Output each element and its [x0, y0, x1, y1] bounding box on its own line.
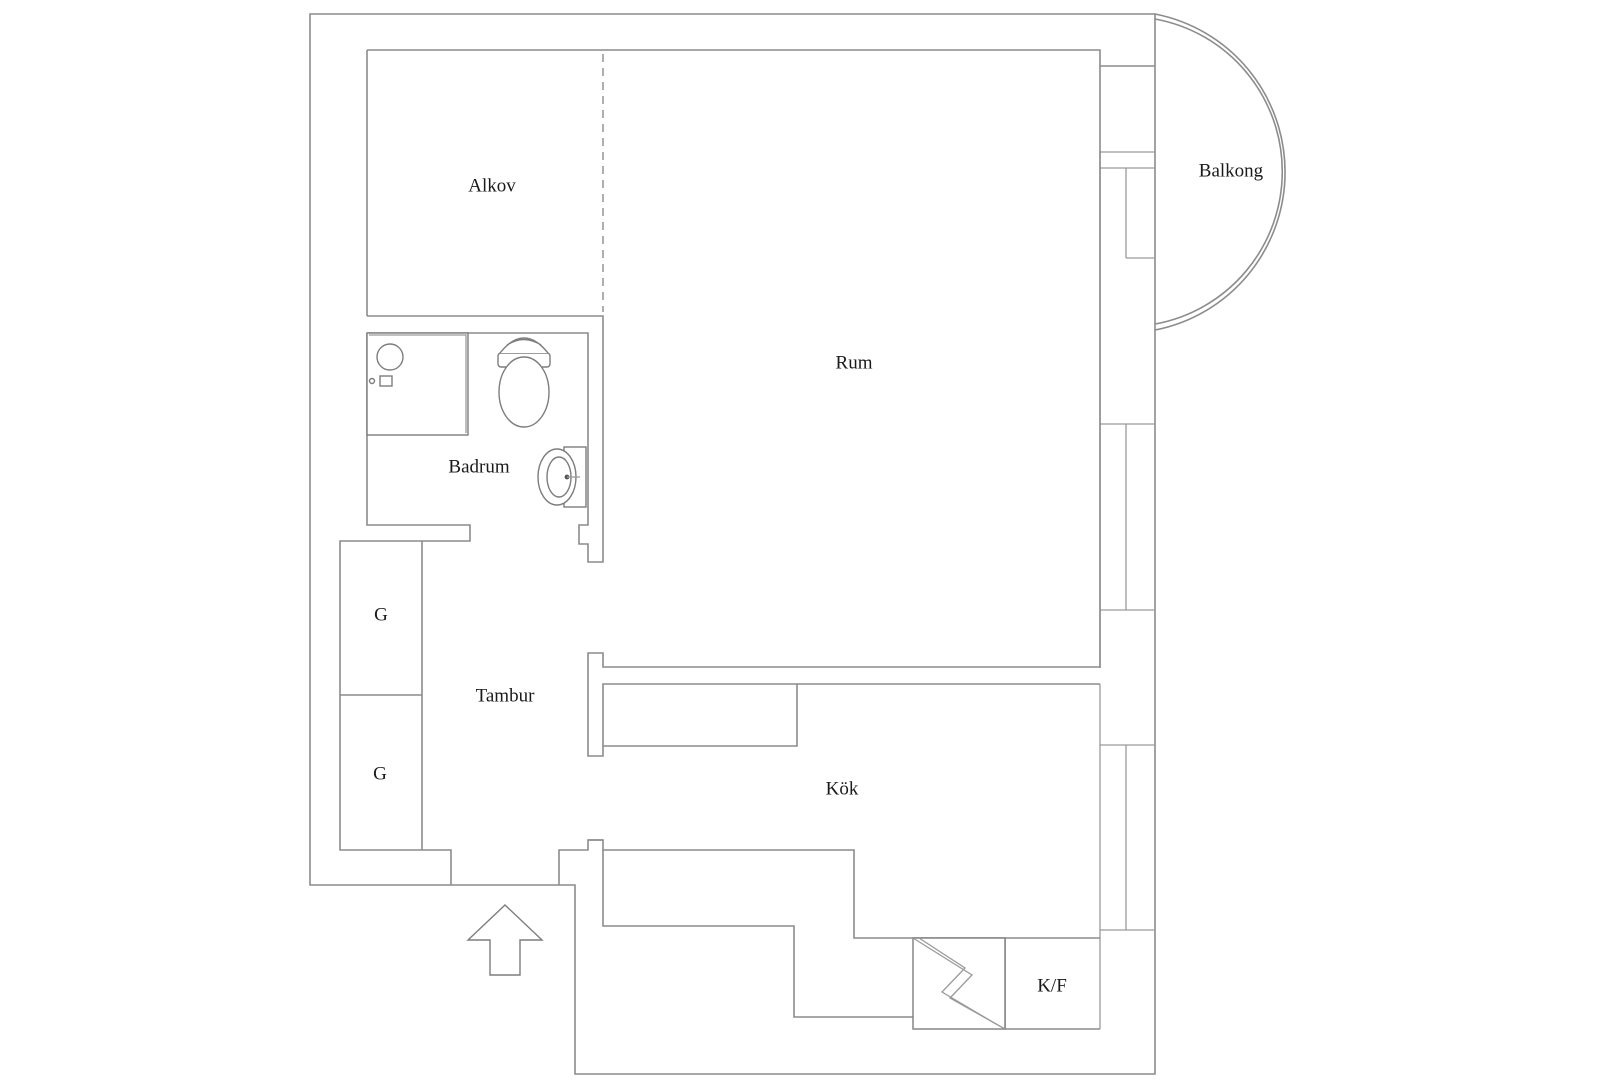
room-label-kf: K/F: [1037, 975, 1067, 996]
room-label-garderob-2: G: [373, 763, 387, 784]
room-label-kok: Kök: [826, 778, 859, 799]
room-label-alkov: Alkov: [468, 175, 516, 196]
room-label-garderob-1: G: [374, 604, 388, 625]
room-label-balkong: Balkong: [1199, 160, 1264, 181]
room-label-tambur: Tambur: [476, 685, 535, 706]
outer-walls: [309, 13, 1156, 1075]
bathroom: [339, 332, 587, 885]
entrance-arrow-icon: [466, 904, 544, 976]
alkov-partition: [367, 54, 604, 563]
toilet-icon: [497, 337, 551, 428]
balcony: [1154, 13, 1286, 331]
room-label-rum: Rum: [836, 352, 873, 373]
wardrobes: [340, 541, 423, 850]
washbasin-icon: [537, 446, 587, 508]
room-label-badrum: Badrum: [448, 456, 509, 477]
windows: [1099, 151, 1155, 1029]
rum-kok-partition: [587, 66, 1101, 757]
entrance-walls: [558, 839, 603, 885]
kitchen-counter: [588, 839, 1100, 1030]
chimney-icon: [912, 937, 1006, 1030]
